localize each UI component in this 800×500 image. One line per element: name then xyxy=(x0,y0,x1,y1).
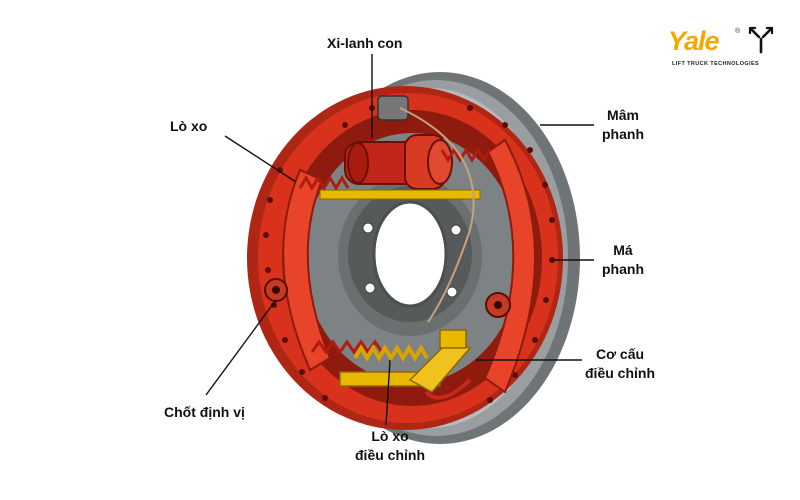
top-springs xyxy=(298,147,492,191)
adjuster-mechanism-part xyxy=(339,329,472,400)
logo-registered: ® xyxy=(735,28,741,35)
hold-down-pins xyxy=(264,278,511,318)
label-adjuster-line1: Cơ cấu xyxy=(595,346,645,362)
label-adjuster-spring-line1: Lò xo xyxy=(371,428,409,444)
brake-shoes xyxy=(282,138,536,394)
drum-holes xyxy=(263,105,555,403)
label-brake-shoe-line2: phanh xyxy=(602,261,644,277)
label-backing-plate: Mâm phanh xyxy=(596,106,650,144)
adjuster-cable xyxy=(399,107,475,323)
logo-wordmark: Yale xyxy=(668,26,720,56)
yale-logo: Yale ® LIFT TRUCK TECHNOLOGIES xyxy=(664,26,780,72)
label-backing-plate-line2: phanh xyxy=(602,126,644,142)
logo-tagline: LIFT TRUCK TECHNOLOGIES xyxy=(672,61,760,67)
label-brake-shoe: Má phanh xyxy=(596,241,650,279)
label-hold-down-pin: Chốt định vị xyxy=(164,404,245,420)
adjuster-spring-yellow xyxy=(353,344,429,362)
yale-arrows-icon xyxy=(748,26,774,54)
label-brake-shoe-line1: Má xyxy=(613,242,633,258)
label-adjuster: Cơ cấu điều chỉnh xyxy=(580,345,660,383)
label-backing-plate-line1: Mâm xyxy=(607,107,639,123)
label-spring: Lò xo xyxy=(170,118,208,134)
wheel-cylinder-part xyxy=(344,95,453,190)
label-adjuster-line2: điều chỉnh xyxy=(585,365,655,381)
label-wheel-cylinder: Xi-lanh con xyxy=(327,35,403,51)
top-strut xyxy=(319,189,481,200)
label-adjuster-spring: Lò xo điều chỉnh xyxy=(345,427,435,465)
leader-lines xyxy=(205,54,594,426)
label-adjuster-spring-line2: điều chỉnh xyxy=(355,447,425,463)
